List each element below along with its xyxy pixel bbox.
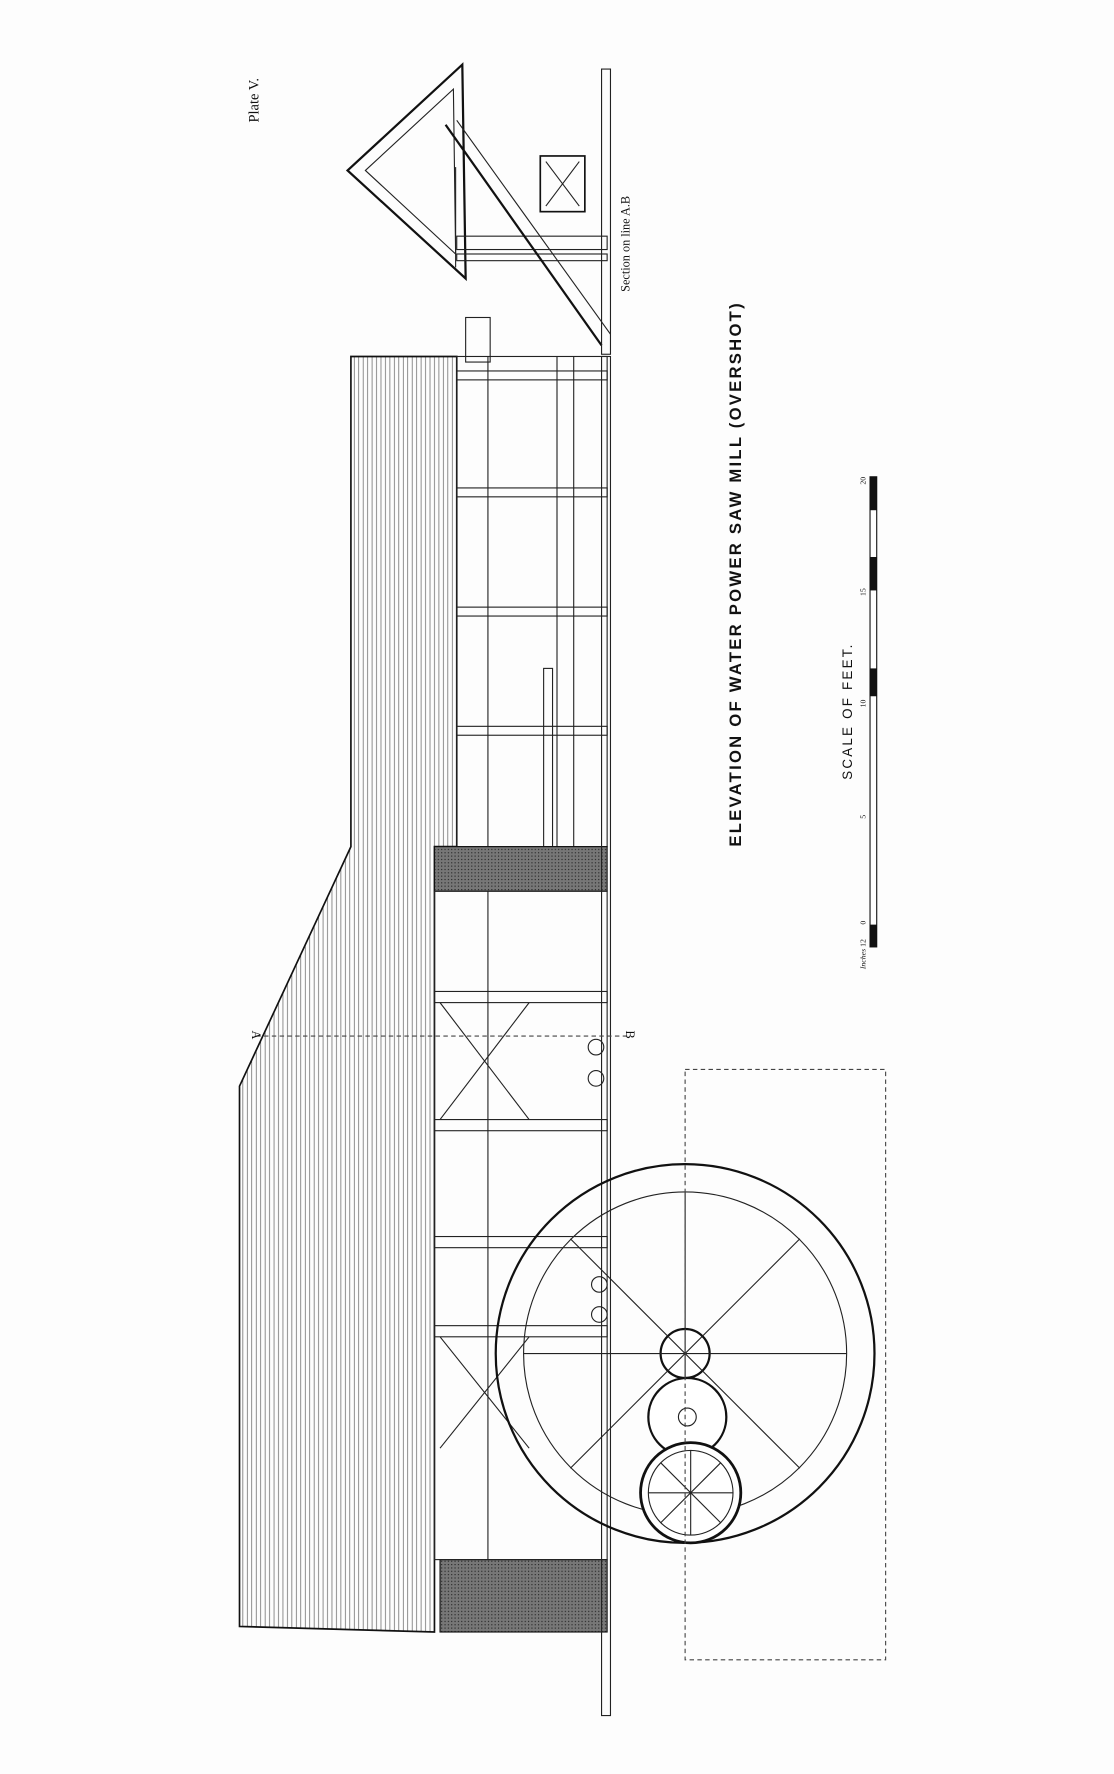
wall-block-lower — [439, 1559, 608, 1633]
cross-section-drawing: Section on line A.B — [345, 62, 632, 355]
plate-label: Plate V. — [246, 78, 262, 122]
scale-tick: 5 — [859, 815, 868, 819]
scale-unit: Inches — [859, 949, 868, 970]
mill-roof — [238, 355, 458, 1633]
section-label: Section on line A.B — [618, 196, 632, 292]
scale-tick: 10 — [859, 699, 868, 707]
flume-outline — [684, 1068, 887, 1661]
section-roof — [345, 62, 467, 282]
scale-tick: 15 — [859, 588, 868, 596]
pulley-wheel — [639, 1441, 743, 1545]
scale-tick: 0 — [859, 921, 868, 925]
drawing-title: ELEVATION OF WATER POWER SAW MILL (OVERS… — [726, 301, 745, 847]
section-ground-beam — [601, 68, 612, 355]
mill-elevation: A B — [238, 316, 887, 1717]
scale-bar: SCALE OF FEET. Inches 12 0 5 10 15 20 — [840, 476, 878, 970]
scale-tick: 12 — [859, 939, 868, 947]
scale-tick: 20 — [859, 477, 868, 485]
section-marker-b: B — [623, 1030, 637, 1038]
section-marker-a: A — [249, 1030, 263, 1039]
chimney — [465, 316, 491, 363]
wall-block-upper — [433, 846, 608, 892]
section-machine — [539, 155, 586, 213]
scale-label: SCALE OF FEET. — [840, 642, 855, 779]
